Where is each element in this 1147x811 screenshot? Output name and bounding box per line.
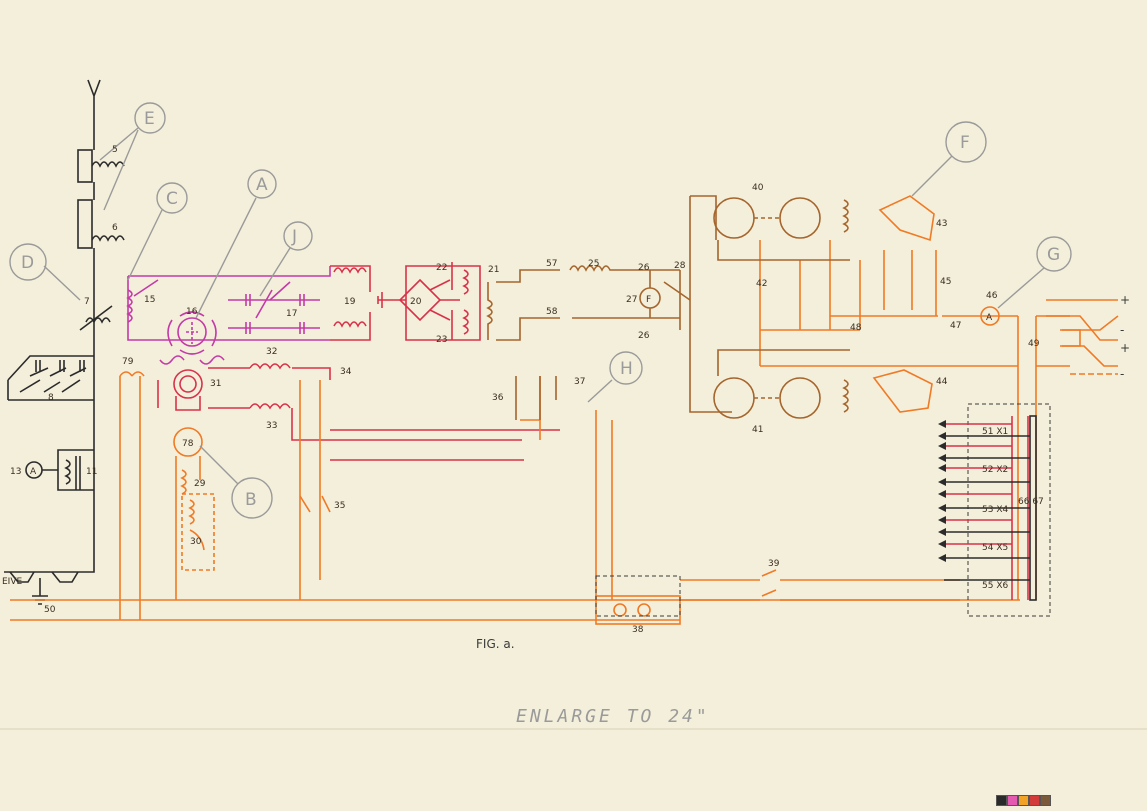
label-38: 38	[632, 625, 644, 635]
paper-fold-line	[0, 728, 1147, 730]
label-21: 21	[488, 265, 499, 275]
label-42: 42	[756, 279, 767, 289]
label-6: 6	[112, 223, 118, 233]
label-49: 49	[1028, 339, 1040, 349]
label-28: 28	[674, 261, 686, 271]
terminal-plus-1: +	[1120, 293, 1130, 307]
callout-C: C	[166, 189, 178, 209]
label-29: 29	[194, 479, 206, 489]
label-34: 34	[340, 367, 352, 377]
magenta-circuit	[126, 266, 331, 365]
left-edge-text: EIVE	[2, 577, 22, 587]
callout-G: G	[1047, 245, 1060, 265]
label-31: 31	[210, 379, 221, 389]
brown-circuit	[486, 195, 850, 420]
label-48: 48	[850, 323, 862, 333]
swatch-4	[1029, 795, 1040, 806]
label-26a: 26	[638, 263, 650, 273]
label-45: 45	[940, 277, 951, 287]
swatch-5	[1040, 795, 1051, 806]
label-5: 5	[112, 145, 118, 155]
enlarge-note: ENLARGE TO 24"	[516, 706, 710, 727]
label-22: 22	[436, 263, 447, 273]
label-25: 25	[588, 259, 599, 269]
panel-label-54: 54 X5	[982, 543, 1008, 553]
panel-side-label: 66 67	[1018, 497, 1044, 507]
label-44: 44	[936, 377, 948, 387]
label-46: 46	[986, 291, 998, 301]
dashed-enclosures	[595, 403, 1051, 617]
label-20: 20	[410, 297, 422, 307]
pencil-callout-circles	[9, 102, 1072, 519]
label-19: 19	[344, 297, 356, 307]
color-calibration-strip	[996, 795, 1051, 806]
label-32: 32	[266, 347, 277, 357]
label-57: 57	[546, 259, 557, 269]
swatch-2	[1007, 795, 1018, 806]
label-26b: 26	[638, 331, 650, 341]
terminal-signs: + - + -	[1120, 293, 1130, 381]
label-41: 41	[752, 425, 763, 435]
panel-label-51: 51 X1	[982, 427, 1008, 437]
label-7: 7	[84, 297, 90, 307]
ammeter-right-letter: A	[986, 313, 993, 323]
label-50: 50	[44, 605, 56, 615]
frequency-meter-letter: F	[646, 295, 651, 305]
callout-J: J	[291, 227, 297, 247]
callout-F: F	[960, 133, 970, 153]
component-numbers: 5 6 7 8 11 13 15 16 17 19 20 21 22 23 25…	[10, 145, 1040, 635]
label-39: 39	[768, 559, 780, 569]
terminal-minus-1: -	[1120, 323, 1124, 337]
terminal-minus-2: -	[1120, 367, 1124, 381]
panel-label-55: 55 X6	[982, 581, 1008, 591]
panel-label-52: 52 X2	[982, 465, 1008, 475]
callout-H: H	[620, 359, 633, 379]
callout-D: D	[21, 253, 34, 273]
label-8: 8	[48, 393, 54, 403]
label-17: 17	[286, 309, 297, 319]
instrument-letters: A A F	[30, 295, 993, 477]
label-27: 27	[626, 295, 637, 305]
label-36: 36	[492, 393, 504, 403]
label-11: 11	[86, 467, 97, 477]
label-58: 58	[546, 307, 558, 317]
swatch-1	[996, 795, 1007, 806]
label-30: 30	[190, 537, 202, 547]
label-15: 15	[144, 295, 155, 305]
aerial-circuit	[4, 79, 125, 605]
swatch-3	[1018, 795, 1029, 806]
panel-label-53: 53 X4	[982, 505, 1008, 515]
label-43: 43	[936, 219, 947, 229]
callout-E: E	[144, 109, 155, 129]
label-16: 16	[186, 307, 198, 317]
red-circuit	[157, 262, 560, 461]
panel-labels: 51 X1 52 X2 53 X4 54 X5 55 X6 66 67	[982, 427, 1044, 591]
label-37: 37	[574, 377, 585, 387]
label-13: 13	[10, 467, 21, 477]
callout-A: A	[256, 175, 268, 195]
ammeter-left-letter: A	[30, 467, 37, 477]
terminal-plus-2: +	[1120, 341, 1130, 355]
label-79: 79	[122, 357, 134, 367]
figure-caption: FIG. a.	[476, 637, 515, 651]
label-33: 33	[266, 421, 277, 431]
label-78: 78	[182, 439, 194, 449]
label-35: 35	[334, 501, 345, 511]
label-40: 40	[752, 183, 764, 193]
label-47: 47	[950, 321, 961, 331]
callout-letters: A B C D E F G H J	[21, 109, 1060, 510]
callout-B: B	[245, 490, 257, 510]
switch-panel	[938, 415, 1037, 601]
label-23: 23	[436, 335, 447, 345]
